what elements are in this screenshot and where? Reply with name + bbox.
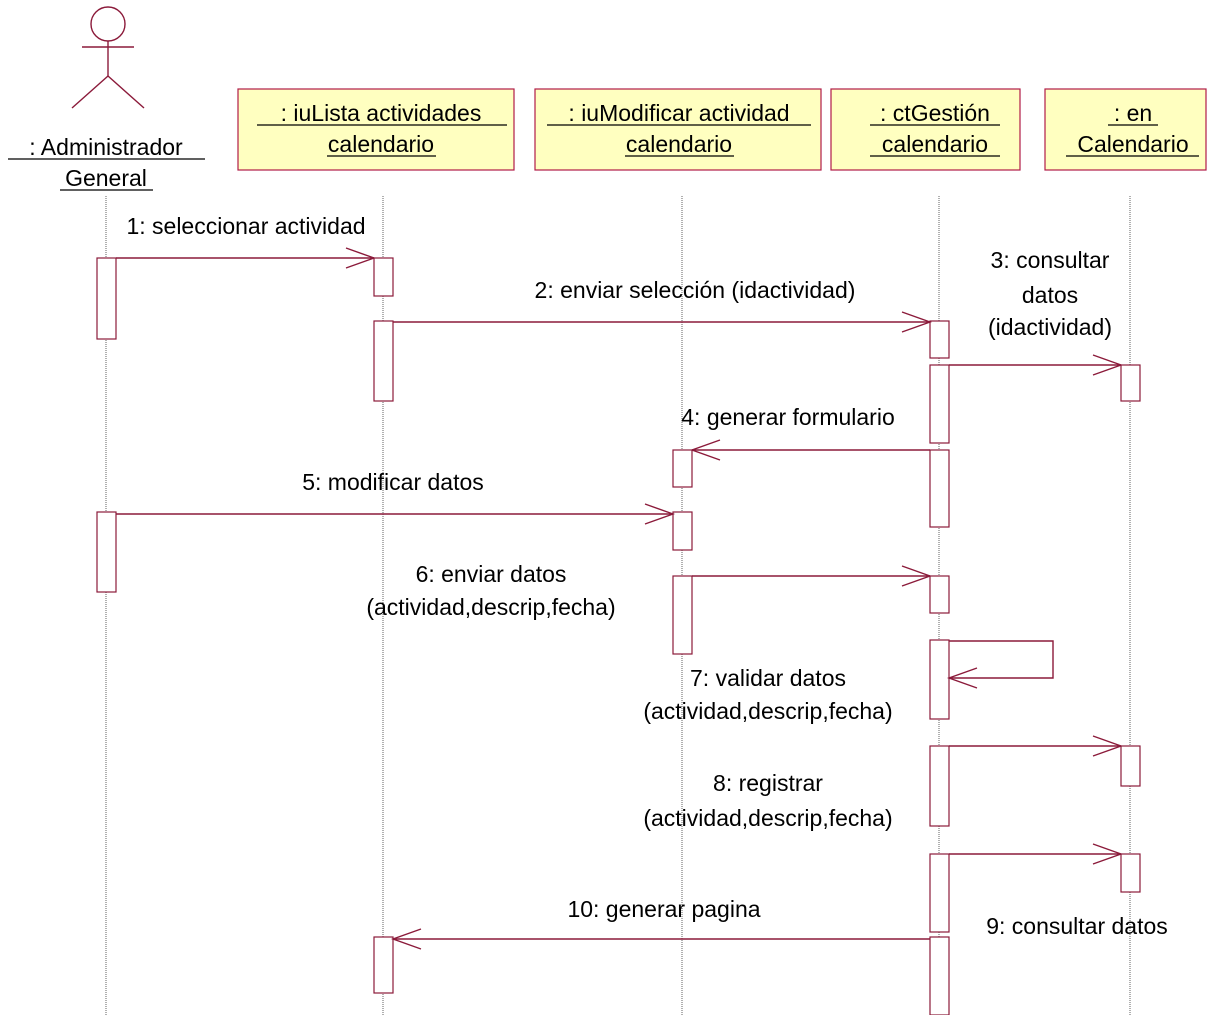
- activation-bar: [929, 575, 950, 614]
- participant-ctgestion[interactable]: : ctGestión calendario: [830, 88, 1021, 171]
- message-label-line2: (actividad,descrip,fecha): [643, 805, 892, 831]
- lifelines: [105, 196, 1131, 1015]
- activations: [96, 257, 1141, 1015]
- arrowhead-icon: [689, 439, 721, 461]
- message-8[interactable]: 8: registrar (actividad,descrip,fecha): [643, 735, 1124, 831]
- participant-label-line1: : iuLista actividades: [281, 100, 482, 126]
- participant-label-line1: : iuModificar actividad: [568, 100, 789, 126]
- activation-bar: [929, 449, 950, 528]
- arrowhead-icon: [901, 565, 933, 587]
- activation-bar: [672, 575, 693, 655]
- message-label-line2: datos: [1022, 282, 1078, 308]
- participant-label-line2: Calendario: [1077, 131, 1188, 157]
- message-label-line1: 8: registrar: [713, 770, 823, 796]
- message-label-line3: (idactividad): [988, 314, 1112, 340]
- message-label-line2: (actividad,descrip,fecha): [643, 698, 892, 724]
- message-2[interactable]: 2: enviar selección (idactividad): [393, 277, 933, 333]
- actor-label-line1: : Administrador: [29, 134, 183, 160]
- actor-administrador[interactable]: : Administrador General: [8, 6, 205, 191]
- participant-iumodificar[interactable]: : iuModificar actividad calendario: [534, 88, 822, 171]
- arrowhead-icon: [946, 667, 978, 689]
- activation-bar: [1120, 364, 1141, 402]
- message-1[interactable]: 1: seleccionar actividad: [116, 213, 377, 269]
- arrowhead-icon: [644, 503, 676, 525]
- participant-label-line2: calendario: [626, 131, 732, 157]
- activation-bar: [929, 853, 950, 933]
- arrowhead-icon: [345, 247, 377, 269]
- message-9[interactable]: 9: consultar datos: [949, 843, 1168, 939]
- participant-label-line1: : en: [1114, 100, 1152, 126]
- activation-bar: [929, 639, 950, 720]
- activation-bar: [672, 449, 693, 488]
- message-label: 4: generar formulario: [681, 404, 895, 430]
- message-label: 9: consultar datos: [986, 913, 1168, 939]
- message-label-line1: 7: validar datos: [690, 665, 846, 691]
- arrowhead-icon: [1092, 843, 1124, 865]
- message-label: 2: enviar selección (idactividad): [535, 277, 856, 303]
- arrowhead-icon: [1092, 354, 1124, 376]
- activation-bar: [373, 936, 394, 994]
- message-label-line1: 3: consultar: [991, 247, 1110, 273]
- message-label-line2: (actividad,descrip,fecha): [366, 594, 615, 620]
- stick-figure-icon: [71, 6, 145, 109]
- activation-bar: [96, 511, 117, 593]
- activation-bar: [1120, 853, 1141, 893]
- message-4[interactable]: 4: generar formulario: [681, 404, 930, 461]
- activation-bar: [96, 257, 117, 340]
- activation-bar: [373, 320, 394, 402]
- arrowhead-icon: [390, 928, 422, 950]
- participant-encalendario[interactable]: : en Calendario: [1044, 88, 1207, 171]
- message-7[interactable]: 7: validar datos (actividad,descrip,fech…: [643, 640, 1054, 724]
- arrowhead-icon: [1092, 735, 1124, 757]
- participant-label-line1: : ctGestión: [880, 100, 990, 126]
- arrowhead-icon: [901, 311, 933, 333]
- message-10[interactable]: 10: generar pagina: [390, 896, 930, 950]
- activation-bar: [929, 936, 950, 1015]
- message-5[interactable]: 5: modificar datos: [116, 469, 676, 525]
- actor-label-line2: General: [65, 165, 147, 191]
- message-label: 10: generar pagina: [567, 896, 760, 922]
- activation-bar: [929, 320, 950, 359]
- participant-label-line2: calendario: [882, 131, 988, 157]
- message-label-line1: 6: enviar datos: [416, 561, 567, 587]
- message-6[interactable]: 6: enviar datos (actividad,descrip,fecha…: [366, 561, 933, 620]
- activation-bar: [929, 745, 950, 827]
- message-label: 1: seleccionar actividad: [126, 213, 365, 239]
- participant-iulista[interactable]: : iuLista actividades calendario: [237, 88, 515, 171]
- activation-bar: [929, 364, 950, 444]
- message-3[interactable]: 3: consultar datos (idactividad): [949, 247, 1124, 376]
- message-label: 5: modificar datos: [302, 469, 484, 495]
- participant-label-line2: calendario: [328, 131, 434, 157]
- activation-bar: [373, 257, 394, 297]
- activation-bar: [1120, 745, 1141, 787]
- activation-bar: [672, 511, 693, 551]
